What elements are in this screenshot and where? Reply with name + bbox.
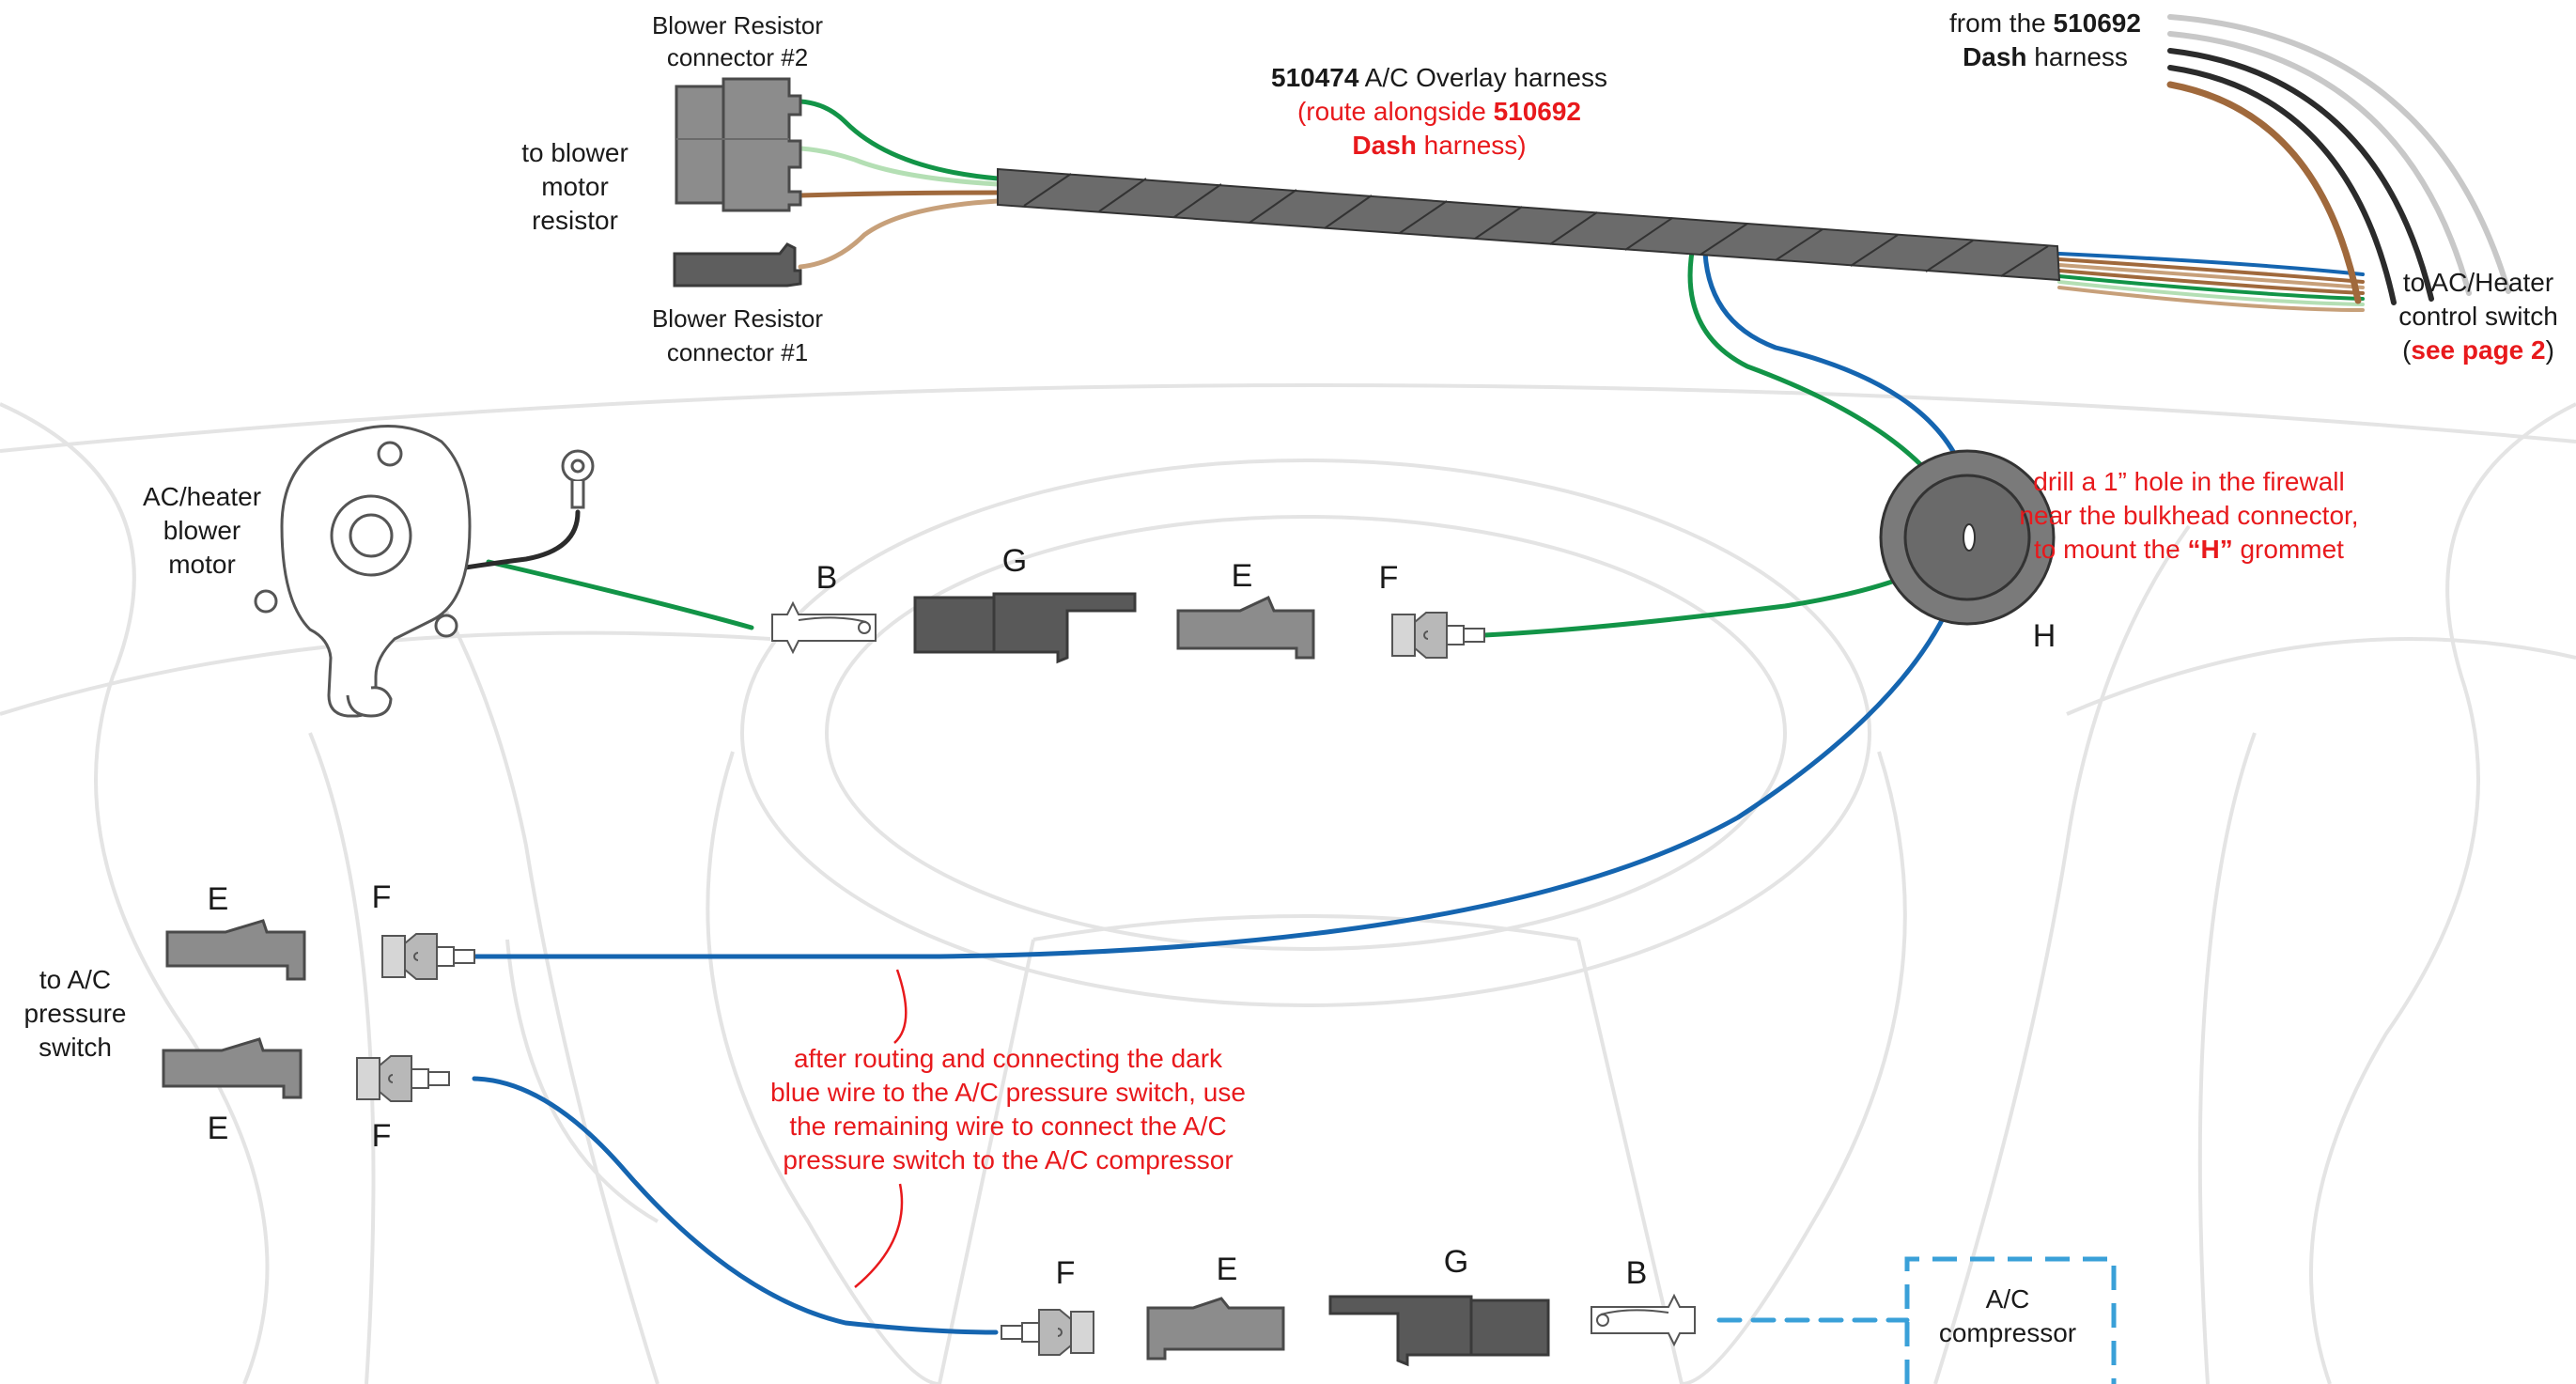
pressure-terminal-f2 <box>356 1055 450 1102</box>
routing-note-4: pressure switch to the A/C compressor <box>783 1145 1233 1174</box>
to-blower-label-3: resistor <box>532 206 618 235</box>
to-blower-label-1: to blower <box>521 138 628 167</box>
bottom-e-label: E <box>1217 1252 1238 1287</box>
blower-motor <box>254 425 595 718</box>
resistor2-label-2: connector #2 <box>667 43 808 71</box>
brown-wire-resistor2 <box>798 190 1001 198</box>
top-connector-g <box>913 592 1137 664</box>
pressure-switch-label-3: switch <box>39 1033 112 1062</box>
drill-note-3: to mount the “H” grommet <box>2034 535 2344 564</box>
pressure-connector-e2 <box>162 1037 303 1099</box>
motor-green-wire <box>486 559 754 630</box>
routing-note-3: the remaining wire to connect the A/C <box>789 1112 1226 1141</box>
bottom-b-label: B <box>1626 1255 1648 1291</box>
from-dash-label-2: Dash harness <box>1963 42 2128 71</box>
bottom-terminal-b <box>1591 1295 1696 1345</box>
bottom-terminal-f <box>1001 1309 1094 1356</box>
green-wire-resistor2 <box>798 99 1001 181</box>
blower-resistor-connector-1 <box>673 242 802 288</box>
compressor-label-1: A/C <box>1986 1284 2030 1314</box>
top-e-label: E <box>1232 558 1253 594</box>
mid-f2-label: F <box>372 1118 392 1154</box>
bottom-connector-g <box>1328 1295 1550 1367</box>
route-note-2: Dash harness) <box>1352 131 1526 160</box>
top-terminal-b <box>771 602 877 653</box>
blower-motor-label-1: AC/heater <box>143 482 261 511</box>
mid-f1-label: F <box>372 879 392 915</box>
control-switch-label-1: to AC/Heater <box>2403 268 2553 297</box>
mid-e1-label: E <box>208 881 229 917</box>
pressure-switch-label-1: to A/C <box>39 965 111 994</box>
from-dash-label-1: from the 510692 <box>1949 8 2141 38</box>
resistor1-label: Blower Resistor <box>652 304 823 333</box>
compressor-label-2: compressor <box>1939 1318 2076 1347</box>
mid-e2-label: E <box>208 1111 229 1146</box>
grommet-h <box>1879 449 2056 626</box>
control-switch-label-2: control switch <box>2398 302 2558 331</box>
bottom-g-label: G <box>1444 1244 1468 1280</box>
overlay-harness <box>997 167 2061 282</box>
top-f-label: F <box>1379 560 1399 596</box>
top-g-label: G <box>1002 543 1027 579</box>
pressure-connector-e1 <box>165 919 306 981</box>
light-green-wire-resistor2 <box>798 146 1001 187</box>
engine-bay-background-sketch <box>0 382 2576 1384</box>
see-page-2-link[interactable]: (see page 2) <box>2402 335 2554 365</box>
pressure-switch-label-2: pressure <box>24 999 127 1028</box>
top-terminal-f <box>1391 612 1485 659</box>
routing-note-2: blue wire to the A/C pressure switch, us… <box>770 1078 1246 1107</box>
note-leader-line <box>854 969 908 1288</box>
route-note-1: (route alongside 510692 <box>1297 97 1581 126</box>
tan-wire-resistor1 <box>798 198 1001 270</box>
drill-note-2: near the bulkhead connector, <box>2019 501 2358 530</box>
dash-harness-wires <box>2167 14 2511 294</box>
routing-note-1: after routing and connecting the dark <box>794 1044 1223 1073</box>
resistor2-label: Blower Resistor <box>652 11 823 39</box>
motor-ground-wire <box>439 509 581 574</box>
blower-motor-label-2: blower <box>163 516 241 545</box>
resistor1-label-2: connector #1 <box>667 338 808 366</box>
to-blower-label-2: motor <box>541 172 609 201</box>
drill-note-1: drill a 1” hole in the firewall <box>2033 467 2345 496</box>
overlay-harness-title: 510474 A/C Overlay harness <box>1271 63 1607 92</box>
pressure-blue-wire <box>472 533 1972 959</box>
top-connector-e <box>1176 595 1315 660</box>
pressure-terminal-f1 <box>381 933 475 980</box>
top-b-label: B <box>816 560 838 596</box>
blower-resistor-connector-2 <box>675 77 802 212</box>
bottom-connector-e <box>1146 1297 1285 1361</box>
ac-compressor-box <box>1904 1256 2117 1384</box>
bottom-f-label: F <box>1056 1255 1076 1291</box>
grommet-h-label: H <box>2033 618 2056 654</box>
compressor-blue-wire <box>472 1076 999 1335</box>
blower-motor-label-3: motor <box>168 550 236 579</box>
